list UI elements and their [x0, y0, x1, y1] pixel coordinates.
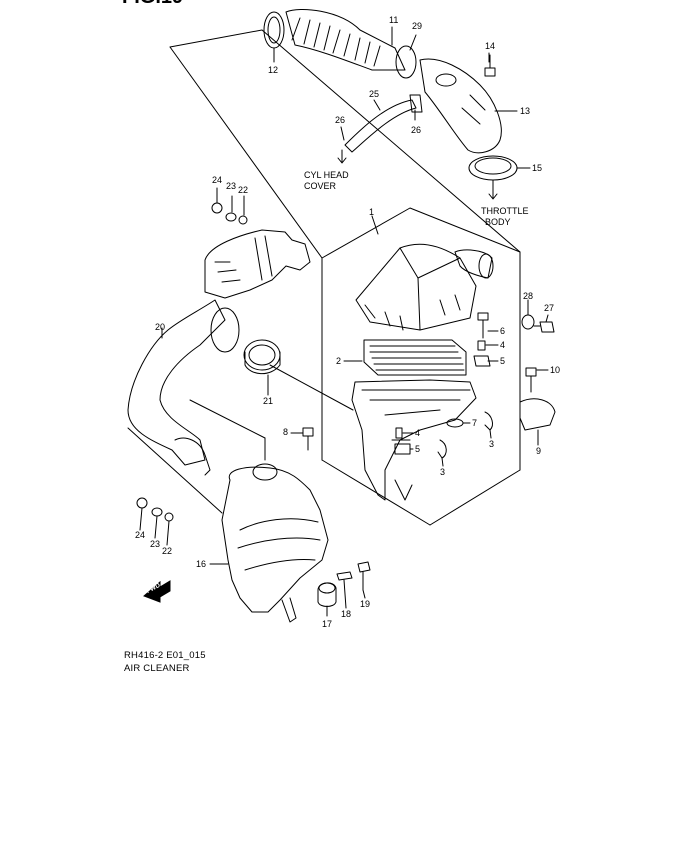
callout-7: 7 — [472, 418, 478, 428]
callout-23b: 23 — [150, 539, 161, 549]
callout-22: 22 — [238, 185, 249, 195]
forward-arrow-icon — [143, 580, 171, 603]
callout-3: 3 — [489, 439, 495, 449]
callout-26b: 26 — [411, 125, 422, 135]
throttle-line-1: THROTTLE — [481, 206, 529, 216]
callout-12: 12 — [268, 65, 279, 75]
forward-marker: FWD — [143, 582, 169, 598]
callout-21: 21 — [263, 396, 274, 406]
callout-29: 29 — [412, 21, 423, 31]
callout-15: 15 — [532, 163, 543, 173]
callout-3b: 3 — [440, 467, 446, 477]
callout-8: 8 — [283, 427, 289, 437]
callout-23: 23 — [226, 181, 237, 191]
callout-9: 9 — [536, 446, 542, 456]
callout-14: 14 — [485, 41, 496, 51]
throttle-line-2: BODY — [485, 217, 511, 228]
callout-17: 17 — [322, 619, 333, 629]
callout-28: 28 — [523, 291, 534, 301]
callout-27: 27 — [544, 303, 555, 313]
callout-18: 18 — [341, 609, 352, 619]
cyl-head-line-2: COVER — [304, 181, 337, 192]
callout-5: 5 — [500, 356, 506, 366]
cyl-head-cover-label: CYL HEAD COVER — [304, 170, 349, 193]
callout-20: 20 — [155, 322, 166, 332]
forward-marker-text: FWD — [145, 581, 162, 596]
callout-4: 4 — [500, 340, 506, 350]
callout-1: 1 — [369, 207, 375, 217]
callout-4b: 4 — [415, 428, 421, 438]
callout-24: 24 — [212, 175, 223, 185]
callout-5b: 5 — [415, 444, 421, 454]
callout-13: 13 — [520, 106, 531, 116]
callout-2: 2 — [336, 356, 342, 366]
figure-title: FIG.19 — [122, 0, 183, 9]
callout-24b: 24 — [135, 530, 146, 540]
callout-11: 11 — [389, 15, 399, 25]
cyl-head-line-1: CYL HEAD — [304, 170, 349, 180]
callout-10: 10 — [550, 365, 561, 375]
callout-22b: 22 — [162, 546, 173, 556]
callout-16: 16 — [196, 559, 207, 569]
callout-19: 19 — [360, 599, 371, 609]
callout-25: 25 — [369, 89, 380, 99]
throttle-body-label: THROTTLE BODY — [481, 206, 529, 229]
callout-26: 26 — [335, 115, 346, 125]
callout-6: 6 — [500, 326, 506, 336]
drawing-number: RH416-2 E01_015 — [124, 650, 206, 661]
figure-caption: AIR CLEANER — [124, 663, 190, 674]
